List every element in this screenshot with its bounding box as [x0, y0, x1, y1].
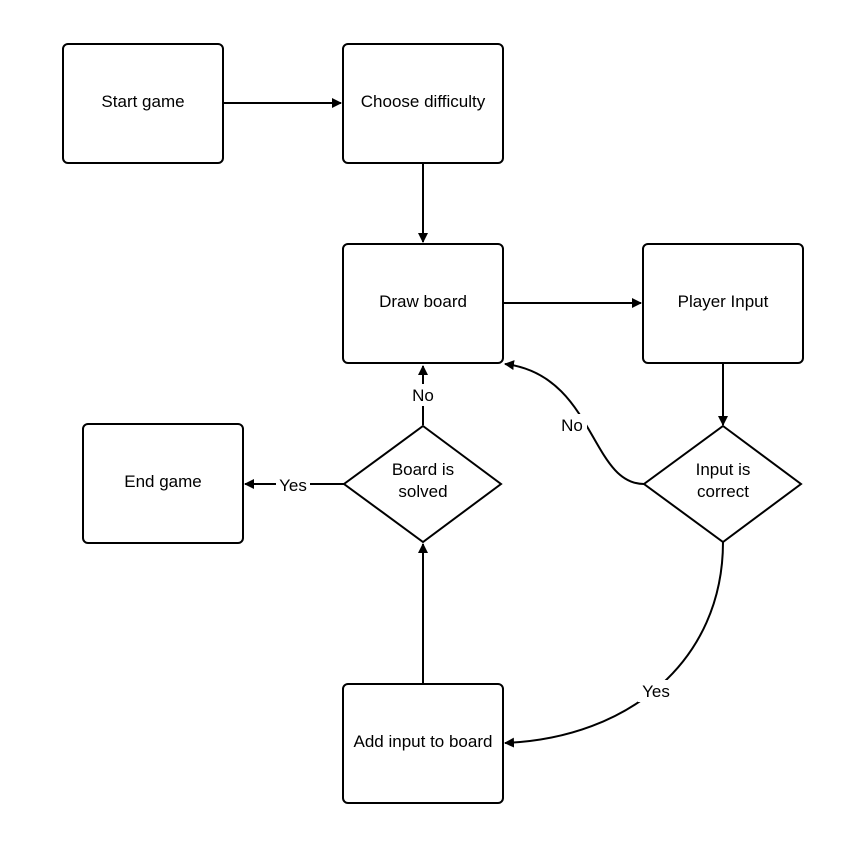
- node-start-game-label: Start game: [101, 92, 184, 111]
- edge-label-correct-no: No: [557, 414, 587, 436]
- node-add-input-to-board: Add input to board: [342, 683, 504, 804]
- node-choose-difficulty: Choose difficulty: [342, 43, 504, 164]
- node-input-is-correct: Input is correct: [642, 424, 803, 544]
- node-board-is-solved-label-line2: solved: [398, 482, 447, 501]
- node-board-is-solved: Board is solved: [342, 424, 503, 544]
- node-player-input-label: Player Input: [678, 292, 769, 311]
- node-add-input-to-board-label: Add input to board: [354, 732, 493, 751]
- node-input-is-correct-label-line2: correct: [697, 482, 749, 501]
- node-input-is-correct-label-line1: Input is: [696, 460, 751, 479]
- edge-label-correct-yes: Yes: [638, 680, 674, 702]
- edge-label-correct-yes-text: Yes: [642, 682, 670, 701]
- edge-label-solved-yes: Yes: [276, 474, 310, 496]
- node-choose-difficulty-label: Choose difficulty: [361, 92, 486, 111]
- node-start-game: Start game: [62, 43, 224, 164]
- node-board-is-solved-label-line1: Board is: [392, 460, 454, 479]
- edge-correct-yes-to-add: [504, 541, 724, 748]
- edge-label-solved-no: No: [408, 384, 438, 406]
- edge-label-correct-no-text: No: [561, 416, 583, 435]
- node-end-game-label: End game: [124, 472, 202, 491]
- node-draw-board-label: Draw board: [379, 292, 467, 311]
- edge-correct-no-to-draw: [504, 360, 645, 485]
- node-end-game: End game: [82, 423, 244, 544]
- node-draw-board: Draw board: [342, 243, 504, 364]
- edge-label-solved-no-text: No: [412, 386, 434, 405]
- edge-label-solved-yes-text: Yes: [279, 476, 307, 495]
- node-player-input: Player Input: [642, 243, 804, 364]
